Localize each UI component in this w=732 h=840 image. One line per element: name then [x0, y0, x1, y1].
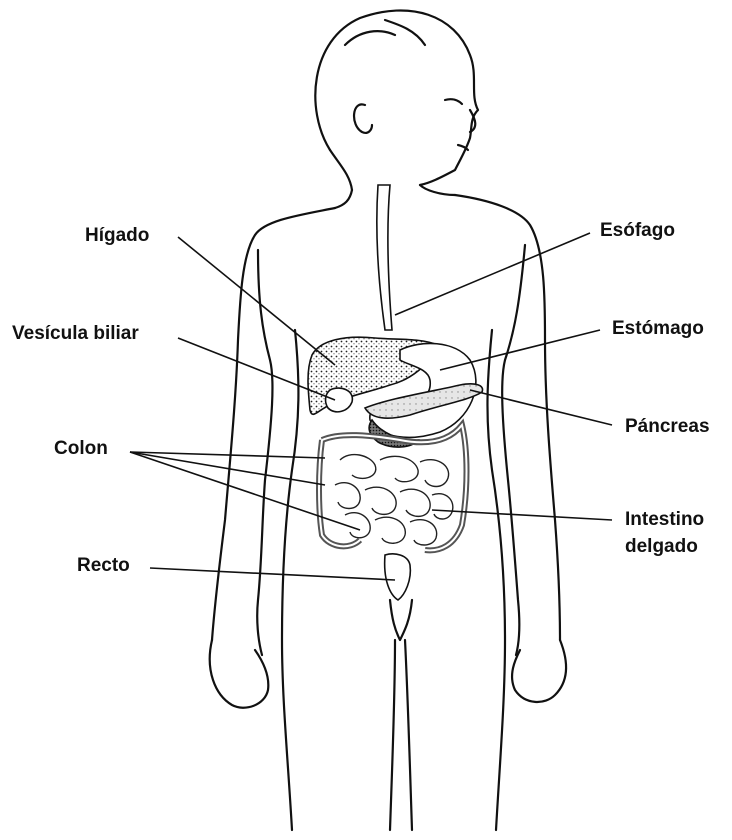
- esophagus-shape: [377, 185, 392, 330]
- gallbladder-shape: [326, 388, 353, 412]
- rectum-shape: [385, 554, 411, 600]
- label-pancreas: Páncreas: [625, 415, 710, 439]
- small-intestine-shape: [335, 455, 453, 545]
- label-estomago: Estómago: [612, 317, 704, 341]
- label-esofago: Esófago: [600, 219, 675, 243]
- label-intestino: Intestino: [625, 508, 704, 532]
- label-recto: Recto: [77, 554, 130, 578]
- digestive-organs: [308, 185, 483, 600]
- label-colon: Colon: [54, 437, 108, 461]
- label-delgado: delgado: [625, 535, 698, 559]
- label-higado: Hígado: [85, 224, 149, 248]
- label-vesicula-biliar: Vesícula biliar: [12, 322, 139, 346]
